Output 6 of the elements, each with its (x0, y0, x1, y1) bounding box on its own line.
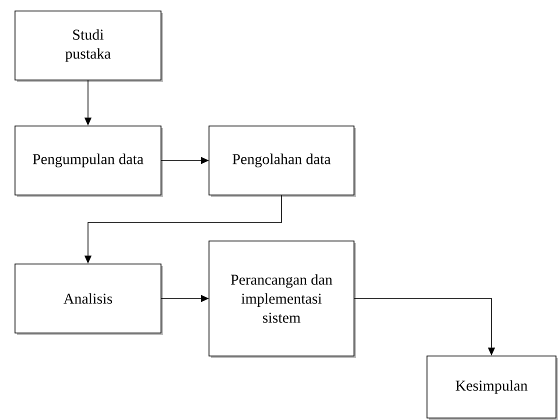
process-box: Pengolahan data (208, 126, 356, 197)
process-box: Perancangan dan implementasi sistem (208, 240, 356, 358)
process-box: Pengumpulan data (14, 126, 163, 197)
process-box: Kesimpulan (426, 356, 558, 420)
process-box: Analisis (14, 264, 163, 335)
process-box: Studi pustaka (14, 10, 163, 82)
